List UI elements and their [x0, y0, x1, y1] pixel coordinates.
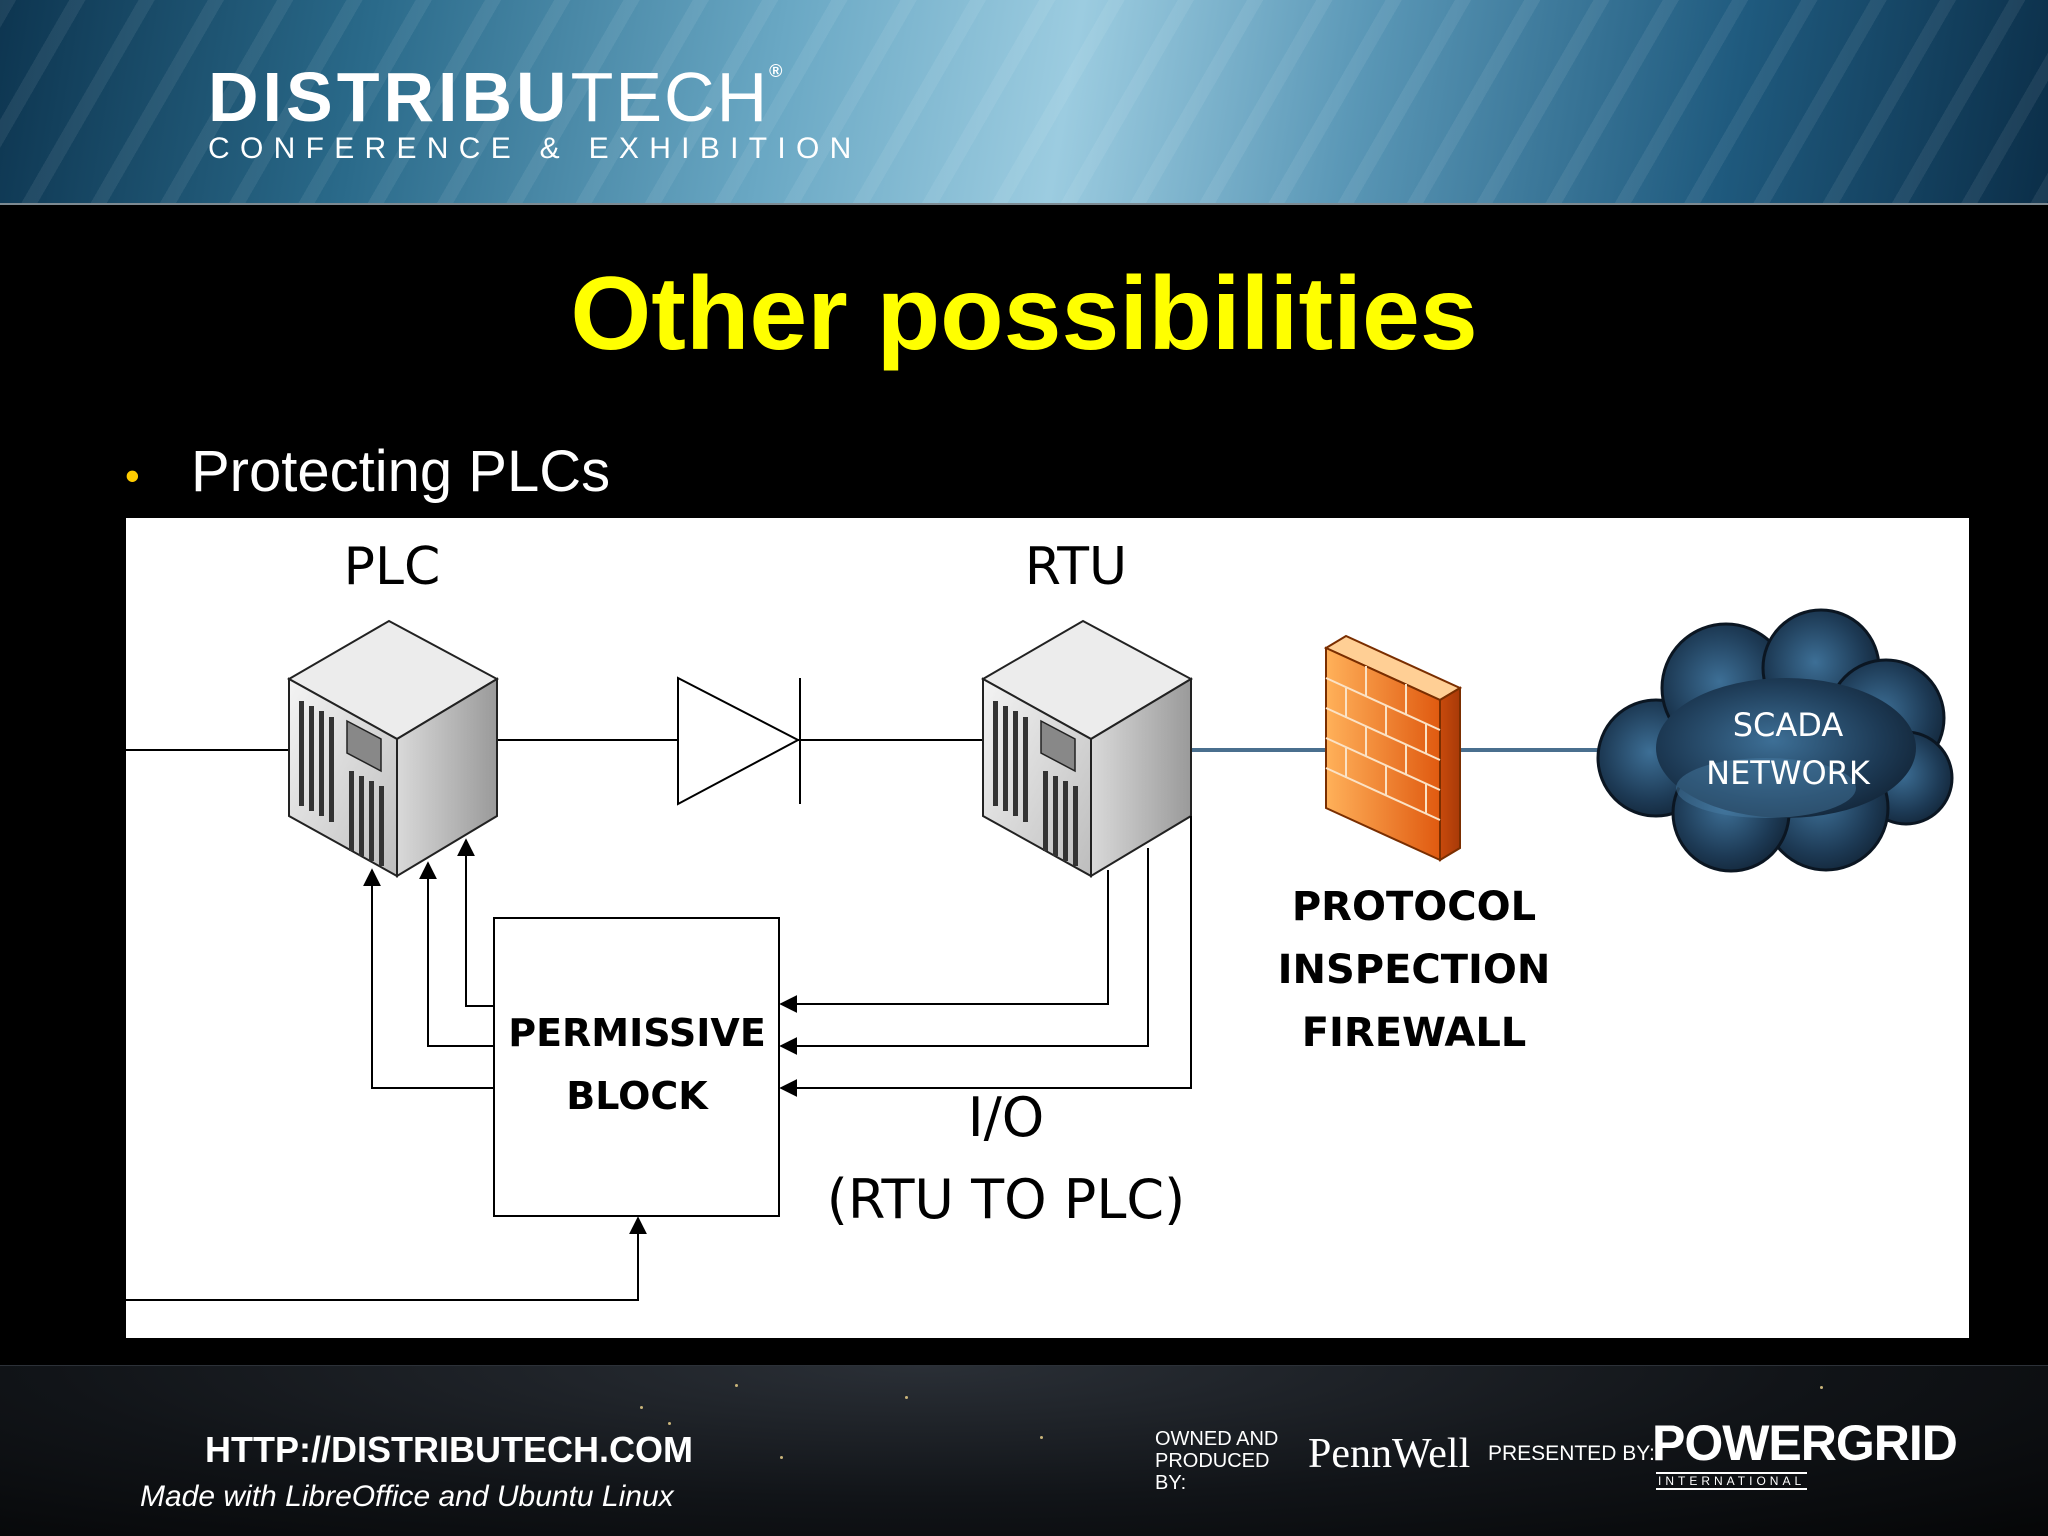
plc-server-icon: [286, 619, 500, 878]
footer-spark: [668, 1422, 671, 1425]
bullet-item: •Protecting PLCs: [125, 443, 610, 501]
bottom-input-arrow: [126, 1216, 647, 1301]
scada-label-line2: NETWORK: [1706, 754, 1871, 792]
owned-by-label: OWNED AND PRODUCED BY:: [1155, 1428, 1279, 1494]
footer-spark: [1040, 1436, 1043, 1439]
slide-title: Other possibilities: [570, 256, 1478, 372]
rtu-server-icon: [980, 619, 1194, 878]
block-to-plc-arrow-1: [457, 838, 494, 1007]
rtu-to-block-arrow-2: [779, 848, 1149, 1055]
powergrid-international-label: INTERNATIONAL: [1656, 1472, 1808, 1490]
firewall-label-line2: INSPECTION: [1278, 947, 1551, 993]
firewall-icon: [1323, 634, 1463, 862]
footer-spark: [905, 1396, 908, 1399]
data-diode-icon: [677, 676, 801, 806]
powergrid-logo: POWERGRID: [1652, 1415, 1958, 1471]
scada-cloud-icon: SCADA NETWORK: [1596, 608, 1954, 873]
permissive-block: [493, 917, 780, 1217]
network-diagram: SCADA NETWORK PERMISSIVE BLOCK PLC RTU P…: [126, 518, 1969, 1338]
plc-label: PLC: [344, 537, 441, 597]
permissive-label-line1: PERMISSIVE: [508, 1011, 766, 1055]
header-sheen: [0, 0, 2048, 203]
bullet-dot-icon: •: [125, 451, 140, 499]
bullet-text: Protecting PLCs: [191, 439, 611, 504]
footer-spark: [780, 1456, 783, 1459]
footer-spark: [640, 1406, 643, 1409]
rtu-label: RTU: [1025, 537, 1127, 597]
rtu-to-block-arrow-1: [779, 870, 1109, 1013]
footer-spark: [735, 1384, 738, 1387]
firewall-label-line1: PROTOCOL: [1292, 884, 1536, 930]
footer-spark: [1820, 1386, 1823, 1389]
distributech-logo: DISTRIBUTECH®: [208, 58, 787, 136]
pennwell-logo: PennWell: [1308, 1431, 1471, 1477]
block-to-plc-arrow-3: [363, 868, 494, 1089]
io-label-line1: I/O: [968, 1086, 1045, 1149]
conference-footer: HTTP://DISTRIBUTECH.COM Made with LibreO…: [0, 1365, 2048, 1536]
io-label-line2: (RTU TO PLC): [827, 1168, 1185, 1231]
footer-url[interactable]: HTTP://DISTRIBUTECH.COM: [205, 1429, 693, 1470]
block-to-plc-arrow-2: [419, 861, 494, 1047]
permissive-label-line2: BLOCK: [566, 1074, 709, 1118]
presented-by-label: PRESENTED BY:: [1488, 1442, 1655, 1465]
firewall-label-line3: FIREWALL: [1302, 1010, 1527, 1056]
scada-label-line1: SCADA: [1733, 706, 1844, 744]
made-with-note: Made with LibreOffice and Ubuntu Linux: [140, 1480, 674, 1513]
conference-header: DISTRIBUTECH® CONFERENCE & EXHIBITION: [0, 0, 2048, 205]
diagram-canvas: SCADA NETWORK PERMISSIVE BLOCK PLC RTU P…: [126, 537, 1954, 1301]
conference-subtitle: CONFERENCE & EXHIBITION: [208, 132, 862, 165]
rtu-to-block-arrow-3: [779, 816, 1192, 1097]
